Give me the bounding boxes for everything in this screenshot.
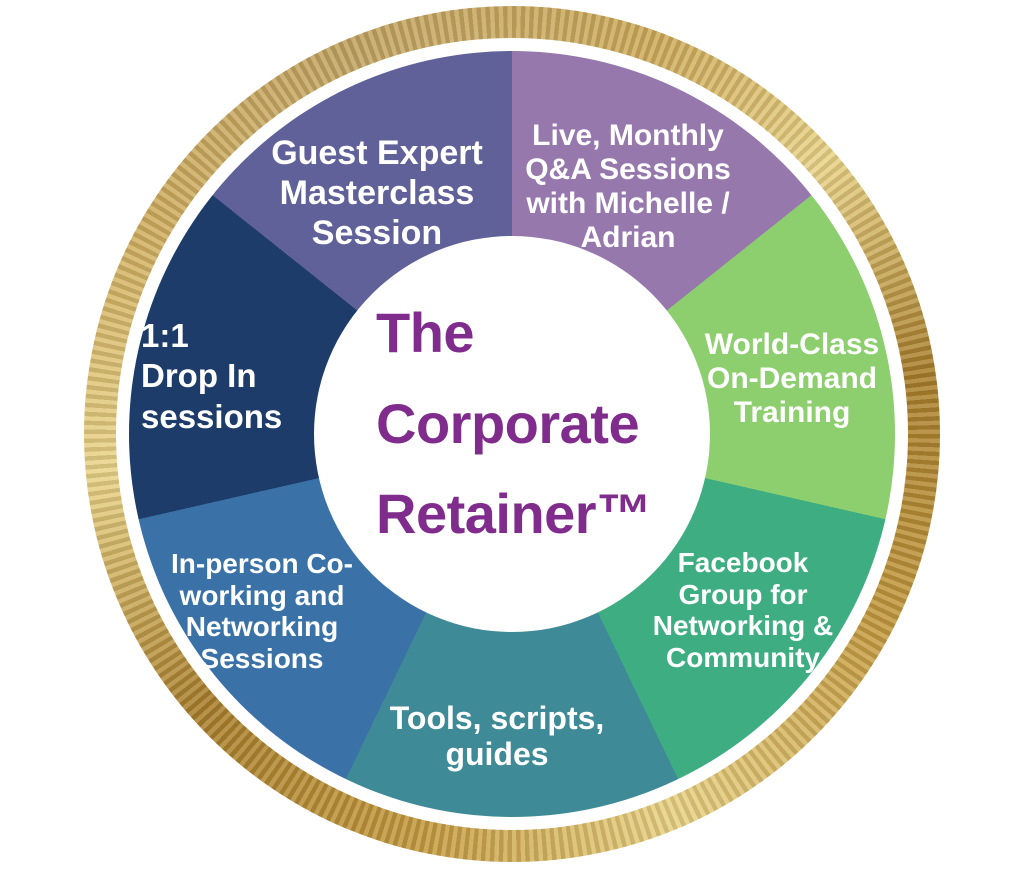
center-hub [314, 236, 710, 632]
segment-label-facebook-group: Facebook Group for Networking & Communit… [652, 546, 834, 673]
segment-label-tools-scripts-guides: Tools, scripts, guides [389, 699, 605, 772]
segment-label-live-monthly-qa: Live, Monthly Q&A Sessions with Michelle… [525, 119, 731, 254]
segment-label-one-to-one-drop-in: 1:1 Drop In sessions [141, 317, 283, 435]
segment-label-world-class-training: World-Class On-Demand Training [704, 328, 880, 429]
segment-label-in-person-coworking: In-person Co- working and Networking Ses… [171, 547, 353, 674]
segment-label-guest-expert-masterclass: Guest Expert Masterclass Session [271, 133, 483, 253]
center-title: The Corporate Retainer™ [376, 301, 652, 546]
